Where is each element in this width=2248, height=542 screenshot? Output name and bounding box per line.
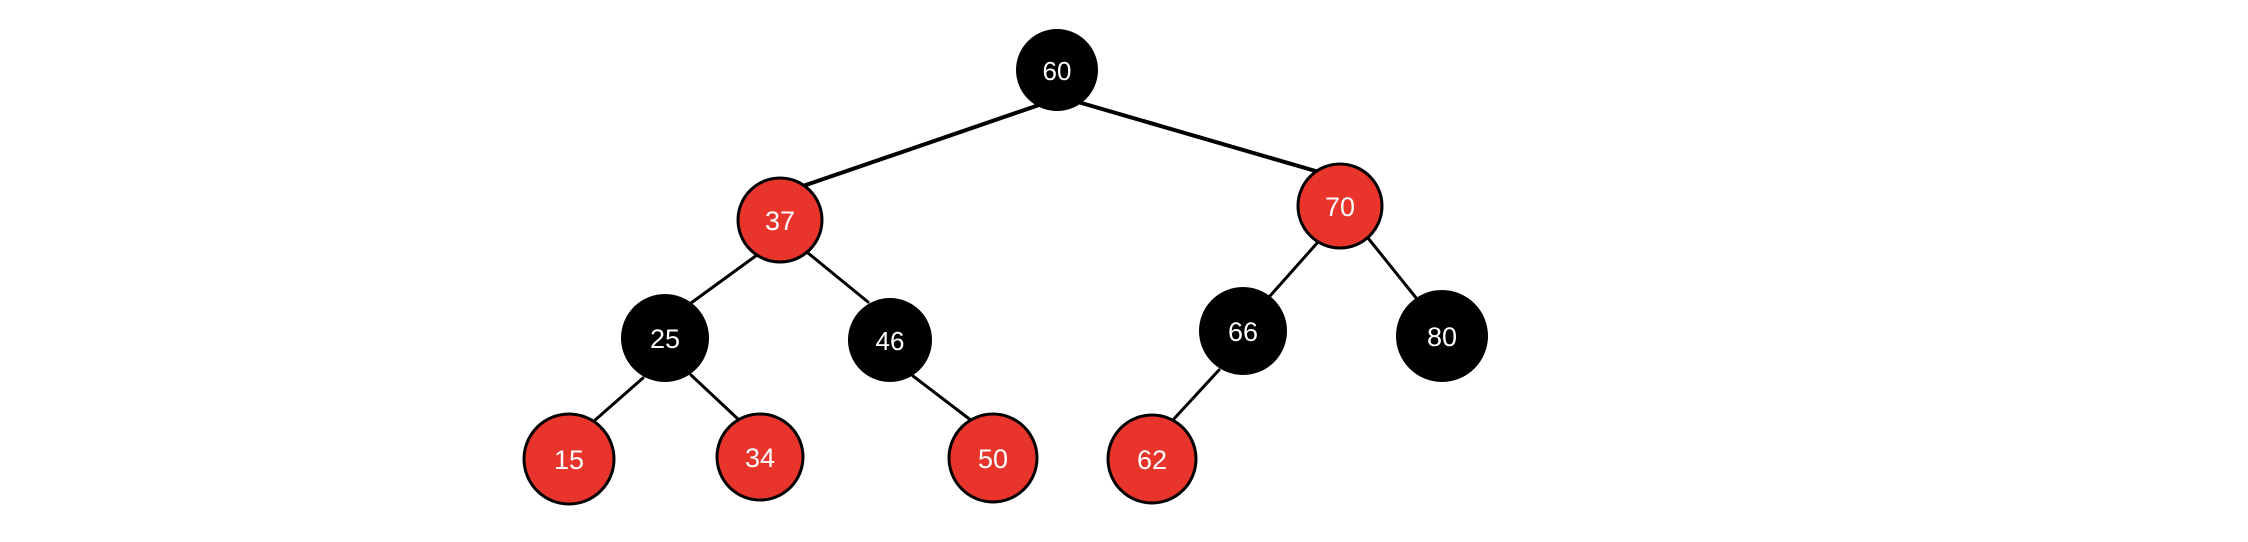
node-label: 80 xyxy=(1427,322,1457,352)
node-circle-black[interactable] xyxy=(1016,29,1098,111)
node-circle-red[interactable] xyxy=(947,412,1039,504)
node-circle-black[interactable] xyxy=(1199,287,1287,375)
tree-edge xyxy=(689,253,759,305)
node-label: 25 xyxy=(650,324,680,354)
node-label: 34 xyxy=(745,443,775,473)
tree-node[interactable]: 46 xyxy=(848,298,932,382)
node-label: 70 xyxy=(1325,192,1355,222)
tree-node[interactable]: 60 xyxy=(1016,29,1098,111)
node-circle-red[interactable] xyxy=(522,412,616,506)
tree-edge xyxy=(689,373,741,422)
tree-edge xyxy=(911,374,974,423)
node-circle-black[interactable] xyxy=(1396,290,1488,382)
tree-edge xyxy=(1170,368,1221,423)
tree-edge xyxy=(806,251,870,304)
node-circle-red[interactable] xyxy=(1296,162,1384,250)
tree-node[interactable]: 34 xyxy=(715,412,805,502)
tree-node[interactable]: 80 xyxy=(1396,290,1488,382)
node-circle-red[interactable] xyxy=(736,176,824,264)
node-circle-red[interactable] xyxy=(715,412,805,502)
tree-node[interactable]: 70 xyxy=(1296,162,1384,250)
node-label: 62 xyxy=(1137,445,1167,475)
node-label: 15 xyxy=(554,445,584,475)
node-label: 46 xyxy=(876,326,905,356)
node-label: 50 xyxy=(978,444,1008,474)
tree-node[interactable]: 66 xyxy=(1199,287,1287,375)
tree-edge xyxy=(1076,100,1321,174)
tree-edges-group xyxy=(592,100,1419,423)
tree-node[interactable]: 62 xyxy=(1106,413,1198,505)
tree-node[interactable]: 15 xyxy=(522,412,616,506)
node-label: 60 xyxy=(1043,56,1072,86)
tree-edge xyxy=(592,376,645,423)
node-circle-black[interactable] xyxy=(621,294,709,382)
node-label: 66 xyxy=(1228,317,1258,347)
node-label: 37 xyxy=(765,206,795,236)
tree-edge xyxy=(798,103,1041,189)
tree-node[interactable]: 37 xyxy=(736,176,824,264)
tree-edge xyxy=(1366,236,1419,301)
tree-node[interactable]: 50 xyxy=(947,412,1039,504)
node-circle-red[interactable] xyxy=(1106,413,1198,505)
node-circle-black[interactable] xyxy=(848,298,932,382)
tree-node[interactable]: 25 xyxy=(621,294,709,382)
tree-edge xyxy=(1268,240,1320,298)
tree-nodes-group: 60 37 70 25 46 66 80 15 34 50 62 xyxy=(522,29,1488,506)
